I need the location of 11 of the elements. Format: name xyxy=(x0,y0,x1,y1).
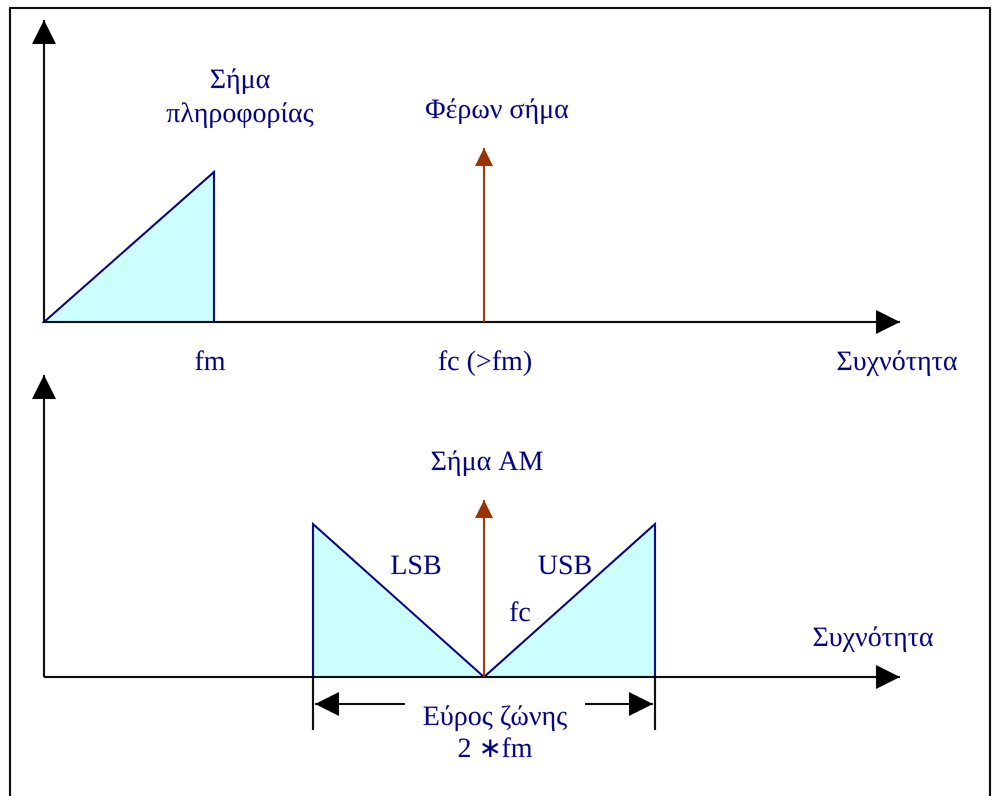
signal-label: Σήμα AM xyxy=(430,445,544,479)
tick-label: fm xyxy=(193,345,227,379)
tick-label: fc xyxy=(508,596,532,630)
bandwidth-label: Εύρος ζώνης 2 ∗fm xyxy=(422,701,568,765)
sideband-label: USB xyxy=(536,549,594,583)
tick-label: fc (>fm) xyxy=(436,345,534,379)
axis-label: Συχνότητα xyxy=(835,345,959,379)
signal-label: Σήμα πληροφορίας xyxy=(165,63,315,131)
axis-label: Συχνότητα xyxy=(811,621,935,655)
sideband-label: LSB xyxy=(389,549,443,583)
signal-label: Φέρων σήμα xyxy=(424,93,570,127)
